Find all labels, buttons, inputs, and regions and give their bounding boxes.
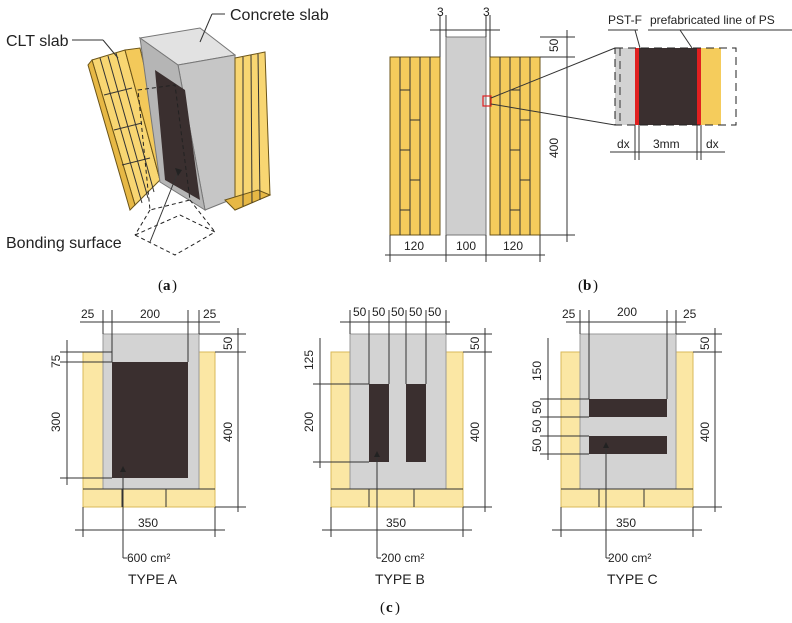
bond-area-c-2 bbox=[589, 436, 667, 454]
bonding-surface-projection bbox=[133, 84, 217, 256]
svg-text:): ) bbox=[172, 278, 177, 294]
svg-text:50: 50 bbox=[530, 438, 544, 452]
svg-text:125: 125 bbox=[302, 350, 316, 370]
svg-text:400: 400 bbox=[221, 422, 235, 442]
leader-concrete bbox=[199, 13, 213, 43]
dim-b-top-left: 3 bbox=[437, 5, 444, 19]
svg-text:50: 50 bbox=[530, 419, 544, 433]
svg-text:(: ( bbox=[578, 278, 583, 294]
detail-zoom: PST-F prefabricated line of PS dx 3mm dx bbox=[608, 13, 792, 160]
svg-text:50: 50 bbox=[530, 400, 544, 414]
leader-bonding bbox=[149, 171, 179, 243]
bond-area-b-1 bbox=[369, 384, 389, 462]
svg-text:(: ( bbox=[380, 600, 385, 616]
svg-text:25: 25 bbox=[562, 307, 576, 321]
svg-text:50: 50 bbox=[221, 336, 235, 350]
bond-area-c-1 bbox=[589, 399, 667, 417]
dim-b-50: 50 bbox=[547, 38, 561, 52]
svg-text:50: 50 bbox=[391, 305, 405, 319]
type-b-title: TYPE B bbox=[375, 571, 425, 587]
concrete-slab-3d bbox=[138, 27, 237, 212]
svg-text:25: 25 bbox=[81, 307, 95, 321]
svg-text:25: 25 bbox=[203, 307, 217, 321]
dim-b-120-right: 120 bbox=[503, 239, 523, 253]
svg-text:(: ( bbox=[158, 278, 163, 294]
label-concrete-slab: Concrete slab bbox=[230, 7, 329, 24]
type-c-title: TYPE C bbox=[607, 571, 658, 587]
svg-text:50: 50 bbox=[698, 336, 712, 350]
clt-right-section bbox=[489, 56, 541, 236]
panel-a-3d-sketch: Concrete slab CLT slab Bonding surface bbox=[6, 7, 329, 256]
detail-marker bbox=[482, 95, 492, 107]
svg-text:25: 25 bbox=[683, 307, 697, 321]
svg-text:50: 50 bbox=[428, 305, 442, 319]
bond-area-b-2 bbox=[406, 384, 426, 462]
svg-text:200: 200 bbox=[140, 307, 160, 321]
panel-b-section: 3 3 50 400 120 100 120 PST- bbox=[385, 5, 792, 262]
label-clt-slab: CLT slab bbox=[6, 33, 69, 50]
bond-area-a bbox=[112, 362, 188, 478]
clt-slab-right-3d bbox=[224, 51, 272, 211]
svg-text:400: 400 bbox=[698, 422, 712, 442]
type-a-drawing: 25 200 25 75 300 50 400 350 600 cm² TYPE… bbox=[49, 307, 246, 587]
svg-text:50: 50 bbox=[372, 305, 386, 319]
svg-text:200: 200 bbox=[302, 412, 316, 432]
svg-text:75: 75 bbox=[49, 354, 63, 368]
caption-b: b bbox=[583, 278, 591, 294]
area-c: 200 cm² bbox=[608, 551, 651, 565]
svg-text:50: 50 bbox=[353, 305, 367, 319]
pst-f-line bbox=[635, 48, 639, 125]
svg-text:350: 350 bbox=[616, 516, 636, 530]
svg-text:200: 200 bbox=[617, 305, 637, 319]
svg-text:): ) bbox=[395, 600, 400, 616]
type-c-drawing: 25 200 25 150 50 50 50 50 400 350 200 cm… bbox=[530, 305, 722, 587]
label-pst-f: PST-F bbox=[608, 13, 642, 27]
svg-text:50: 50 bbox=[409, 305, 423, 319]
dim-b-100: 100 bbox=[456, 239, 476, 253]
label-bonding-surface: Bonding surface bbox=[6, 235, 122, 252]
svg-text:300: 300 bbox=[49, 412, 63, 432]
type-b-drawing: 50 50 50 50 50 125 200 50 400 350 200 cm… bbox=[302, 305, 492, 587]
dim-dx-right: dx bbox=[706, 137, 719, 151]
label-prefab-line: prefabricated line of PS bbox=[650, 13, 775, 27]
area-b: 200 cm² bbox=[381, 551, 424, 565]
svg-text:350: 350 bbox=[138, 516, 158, 530]
dim-3mm: 3mm bbox=[653, 137, 680, 151]
clt-left-section bbox=[389, 56, 441, 236]
svg-text:): ) bbox=[593, 278, 598, 294]
dim-dx-left: dx bbox=[617, 137, 630, 151]
type-a-title: TYPE A bbox=[128, 571, 178, 587]
dim-b-400: 400 bbox=[547, 138, 561, 158]
svg-text:150: 150 bbox=[530, 361, 544, 381]
svg-text:350: 350 bbox=[386, 516, 406, 530]
svg-text:400: 400 bbox=[468, 422, 482, 442]
dim-b-top-right: 3 bbox=[483, 5, 490, 19]
svg-text:50: 50 bbox=[468, 336, 482, 350]
concrete-section bbox=[445, 36, 487, 236]
area-a: 600 cm² bbox=[127, 551, 170, 565]
caption-a: a bbox=[163, 278, 171, 294]
dim-b-120-left: 120 bbox=[404, 239, 424, 253]
caption-c: c bbox=[386, 600, 393, 616]
